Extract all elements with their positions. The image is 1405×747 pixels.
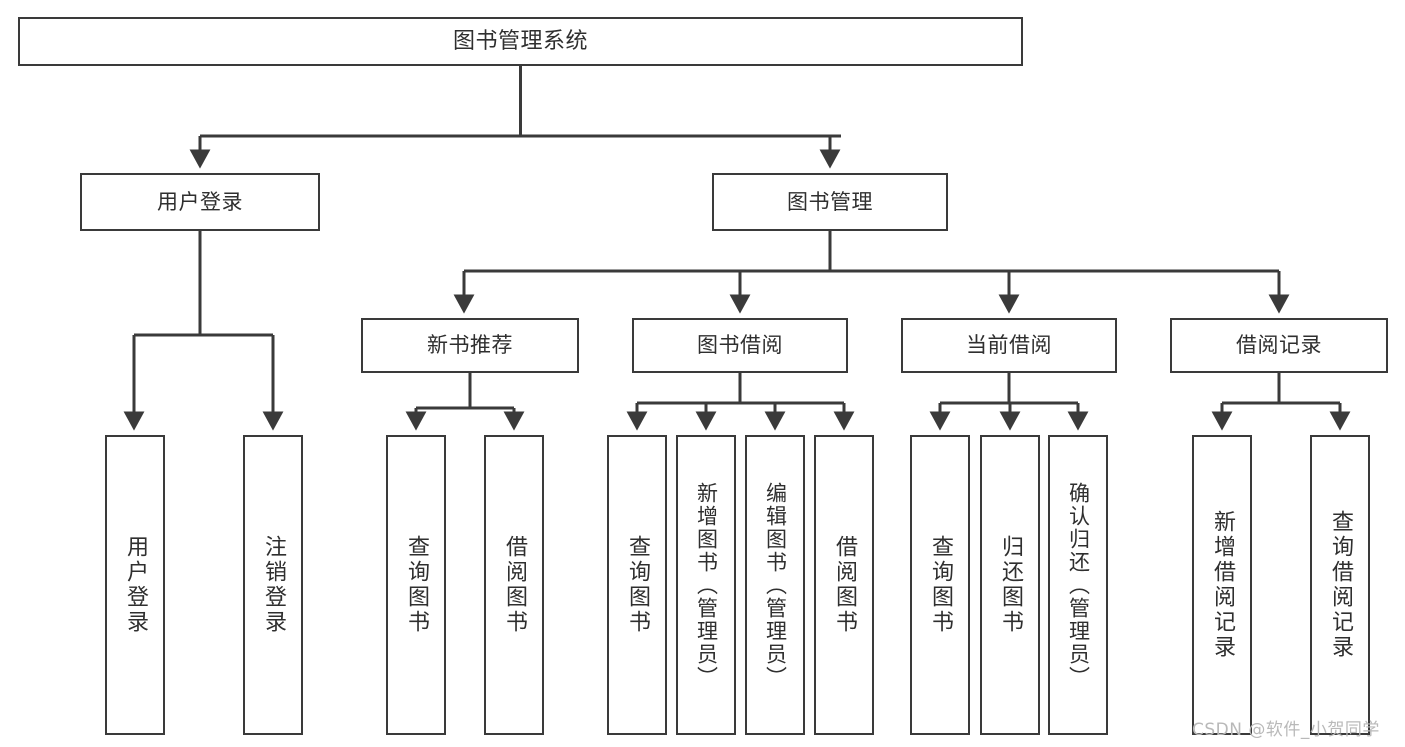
node-user-login[interactable]: 用户登录 [80,173,320,231]
node-label: 当前借阅 [966,333,1052,358]
node-label: 图书借阅 [697,333,783,358]
node-label: 图书管理 [787,189,873,214]
node-leaf-query-book-borrow[interactable]: 查询图书 [607,435,667,735]
node-label: 借阅记录 [1236,333,1322,358]
node-label: 借阅图书 [502,535,527,635]
node-leaf-add-book-admin[interactable]: 新增图书（管理员） [676,435,736,735]
csdn-watermark: CSDN @软件_小贺同学 [1192,720,1380,740]
node-leaf-user-login[interactable]: 用户登录 [105,435,165,735]
node-label: 查询图书 [404,535,429,635]
node-label: 确认归还（管理员） [1066,481,1091,689]
node-label: 新增图书（管理员） [694,481,719,689]
node-leaf-edit-book-admin[interactable]: 编辑图书（管理员） [745,435,805,735]
node-label: 查询图书 [625,535,650,635]
node-leaf-query-borrow-record[interactable]: 查询借阅记录 [1310,435,1370,735]
node-leaf-query-book-recommend[interactable]: 查询图书 [386,435,446,735]
node-label: 用户登录 [157,189,243,214]
node-label: 借阅图书 [832,535,857,635]
node-label: 用户登录 [123,535,148,635]
node-label: 查询图书 [928,535,953,635]
node-label: 新书推荐 [427,333,513,358]
node-leaf-borrow-book-recommend[interactable]: 借阅图书 [484,435,544,735]
node-root-book-management-system[interactable]: 图书管理系统 [18,17,1023,66]
node-leaf-confirm-return-admin[interactable]: 确认归还（管理员） [1048,435,1108,735]
node-label: 查询借阅记录 [1328,510,1353,660]
node-borrow-record[interactable]: 借阅记录 [1170,318,1388,373]
node-leaf-add-borrow-record[interactable]: 新增借阅记录 [1192,435,1252,735]
node-book-borrow[interactable]: 图书借阅 [632,318,848,373]
node-leaf-return-book[interactable]: 归还图书 [980,435,1040,735]
node-leaf-borrow-book[interactable]: 借阅图书 [814,435,874,735]
node-label: 图书管理系统 [452,28,588,54]
node-label: 编辑图书（管理员） [763,481,788,689]
node-current-borrow[interactable]: 当前借阅 [901,318,1117,373]
node-leaf-query-book-current[interactable]: 查询图书 [910,435,970,735]
node-label: 注销登录 [261,535,286,635]
node-label: 新增借阅记录 [1210,510,1235,660]
node-label: 归还图书 [998,535,1023,635]
node-new-book-recommend[interactable]: 新书推荐 [361,318,579,373]
node-leaf-user-logout[interactable]: 注销登录 [243,435,303,735]
node-book-management[interactable]: 图书管理 [712,173,948,231]
